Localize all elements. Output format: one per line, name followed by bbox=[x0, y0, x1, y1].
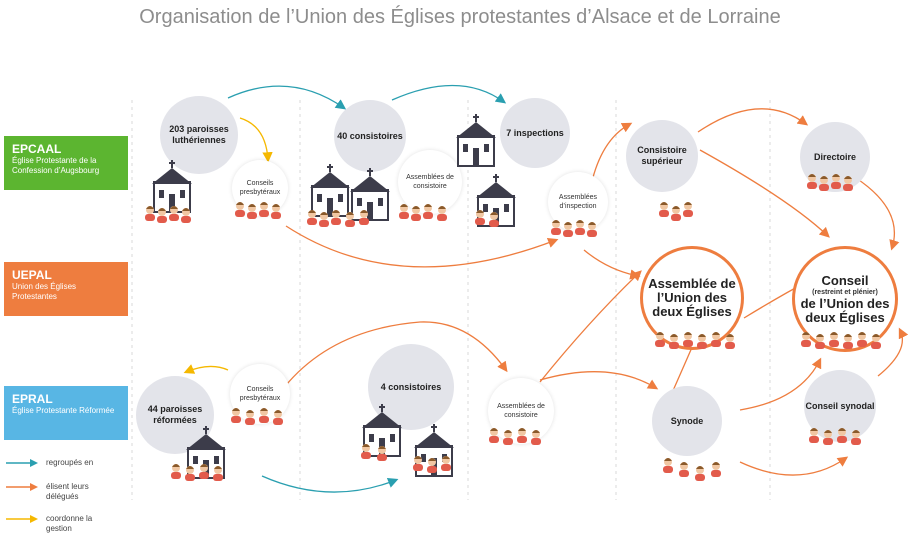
node-synode: Synode bbox=[652, 386, 722, 456]
legend-item-orange: élisent leurs délégués bbox=[6, 482, 126, 504]
legend-label: regroupés en bbox=[46, 458, 94, 467]
arrow-blue-icon bbox=[6, 459, 38, 467]
node-assemblees-consistoire-1: Assemblées de consistoire bbox=[398, 150, 462, 214]
node-7-inspections: 7 inspections bbox=[500, 98, 570, 168]
category-uepal: UEPAL Union des Églises Protestantes bbox=[4, 262, 128, 316]
church-icon bbox=[455, 113, 497, 167]
church-icon bbox=[309, 163, 351, 217]
legend-label: coordonne la gestion bbox=[46, 514, 93, 533]
node-40-consistoires: 40 consistoires bbox=[334, 100, 406, 172]
category-epcaal: EPCAAL Église Protestante de la Confessi… bbox=[4, 136, 128, 190]
legend-item-yellow: coordonne la gestion bbox=[6, 514, 126, 536]
arrow-orange-icon bbox=[6, 483, 38, 491]
node-conseil-union: Conseil (restreint et plénier) de l’Unio… bbox=[792, 246, 898, 352]
category-name: UEPAL bbox=[12, 268, 52, 282]
category-desc: Union des Églises Protestantes bbox=[12, 282, 77, 301]
node-consistoire-superieur: Consistoire supérieur bbox=[626, 120, 698, 192]
page-title: Organisation de l’Union des Églises prot… bbox=[139, 6, 781, 28]
church-icon bbox=[151, 159, 193, 213]
node-assemblee-union: Assemblée de l’Union des deux Églises bbox=[640, 246, 744, 350]
category-desc: Église Protestante Réformée bbox=[12, 406, 115, 415]
category-epral: EPRAL Église Protestante Réformée bbox=[4, 386, 128, 440]
legend-label: élisent leurs délégués bbox=[46, 482, 89, 501]
arrow-yellow-icon bbox=[6, 515, 38, 523]
category-desc: Église Protestante de la Confession d’Au… bbox=[12, 156, 100, 175]
category-name: EPCAAL bbox=[12, 142, 62, 156]
category-name: EPRAL bbox=[12, 392, 53, 406]
legend-item-blue: regroupés en bbox=[6, 458, 126, 470]
church-icon bbox=[349, 167, 391, 221]
